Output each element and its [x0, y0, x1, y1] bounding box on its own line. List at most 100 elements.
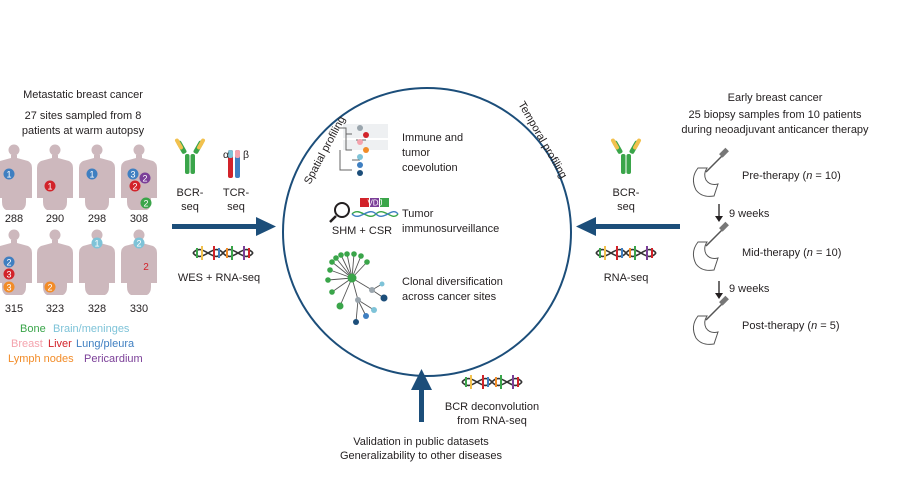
right-subtitle-1: 25 biopsy samples from 10 patients — [688, 109, 862, 121]
right-bcr-antibody-icon — [610, 137, 642, 174]
right-bcr-label-1: BCR- — [613, 187, 640, 199]
deconv-line1: BCR deconvolution — [445, 401, 539, 413]
tcr-receptor-icon — [228, 150, 240, 178]
svg-text:3: 3 — [6, 270, 11, 280]
right-arrow — [576, 217, 680, 236]
svg-text:3: 3 — [6, 283, 11, 293]
right-subtitle-2: during neoadjuvant anticancer therapy — [681, 124, 869, 136]
left-wes-label: WES + RNA-seq — [178, 272, 260, 284]
patient-id-290: 290 — [46, 213, 64, 225]
deconv-line2: from RNA-seq — [457, 415, 527, 427]
svg-text:2: 2 — [6, 258, 11, 268]
coevolution-tree-icon — [338, 124, 388, 176]
svg-text:1: 1 — [47, 182, 52, 192]
item1-line3: coevolution — [402, 162, 458, 174]
left-subtitle-2: patients at warm autopsy — [22, 125, 145, 137]
svg-text:1: 1 — [6, 170, 11, 180]
marker-323-lymph: 2 — [44, 281, 56, 293]
marker-315-lymph: 3 — [3, 281, 15, 293]
tcr-alpha: α — [223, 149, 229, 161]
gap-2-label: 9 weeks — [729, 283, 770, 295]
patient-id-330: 330 — [130, 303, 148, 315]
validation-line2: Generalizability to other diseases — [340, 450, 503, 462]
marker-315-liver: 3 — [3, 268, 15, 280]
patient-298-body — [79, 144, 115, 210]
item2-sub: SHM + CSR — [332, 225, 392, 237]
patient-id-308: 308 — [130, 213, 148, 225]
item3-line1: Clonal diversification — [402, 276, 503, 288]
right-bcr-label-2: seq — [617, 201, 635, 213]
biopsy-post-icon — [692, 295, 730, 346]
marker-290-liver: 1 — [44, 180, 56, 192]
legend-breast: Breast — [11, 338, 43, 350]
svg-text:3: 3 — [130, 170, 135, 180]
patient-id-323: 323 — [46, 303, 64, 315]
legend-lung: Lung/pleura — [76, 338, 135, 350]
svg-text:2: 2 — [143, 262, 149, 273]
svg-text:1: 1 — [94, 239, 99, 249]
bcr-antibody-icon — [174, 137, 206, 174]
left-arrow — [172, 217, 276, 236]
svg-text:2: 2 — [47, 283, 52, 293]
down-arrow-1 — [715, 204, 723, 222]
legend-pericardium: Pericardium — [84, 353, 143, 365]
central-circle — [282, 87, 572, 377]
left-dna-icon — [192, 245, 254, 261]
tcr-beta: β — [243, 149, 249, 161]
patient-290-body — [37, 144, 73, 210]
item1-line2: tumor — [402, 147, 430, 159]
down-arrow-2 — [715, 281, 723, 299]
magnifier-dna-icon — [329, 198, 399, 223]
legend-liver: Liver — [48, 338, 72, 350]
patient-id-315: 315 — [5, 303, 23, 315]
marker-330-brain: 2 — [133, 237, 145, 249]
patient-308-body — [121, 144, 157, 210]
vdj-label: VDJ — [367, 199, 382, 208]
svg-text:2: 2 — [136, 239, 141, 249]
item3-line2: across cancer sites — [402, 291, 497, 303]
item2-line1: Tumor — [402, 208, 434, 220]
biopsy-mid-icon — [692, 221, 730, 272]
left-bcr-label-1: BCR- — [177, 187, 204, 199]
left-bcr-label-2: seq — [181, 201, 199, 213]
marker-315-lung: 2 — [3, 256, 15, 268]
item1-line1: Immune and — [402, 132, 463, 144]
left-tcr-label-1: TCR- — [223, 187, 250, 199]
svg-text:2: 2 — [142, 174, 147, 184]
marker-328-brain: 1 — [91, 237, 103, 249]
post-therapy-label: Post-therapy (n = 5) — [742, 320, 840, 332]
legend-brain: Brain/meninges — [53, 323, 130, 335]
item2-line2: immunosurveillance — [402, 223, 499, 235]
svg-text:1: 1 — [89, 170, 94, 180]
svg-text:2: 2 — [143, 199, 148, 209]
patient-id-298: 298 — [88, 213, 106, 225]
gap-1-label: 9 weeks — [729, 208, 770, 220]
marker-308-bone: 2 — [140, 197, 152, 209]
bottom-arrow — [411, 369, 432, 422]
bottom-dna-icon — [461, 374, 523, 390]
left-title: Metastatic breast cancer — [23, 89, 143, 101]
marker-288-lung: 1 — [3, 168, 15, 180]
mid-therapy-label: Mid-therapy (n = 10) — [742, 247, 841, 259]
pre-therapy-label: Pre-therapy (n = 10) — [742, 170, 841, 182]
patient-id-328: 328 — [88, 303, 106, 315]
left-tcr-label-2: seq — [227, 201, 245, 213]
validation-line1: Validation in public datasets — [353, 436, 489, 448]
clonal-tree-icon — [325, 251, 388, 325]
left-subtitle-1: 27 sites sampled from 8 — [25, 110, 142, 122]
legend-bone: Bone — [20, 323, 46, 335]
marker-308-pericardium: 2 — [139, 172, 151, 184]
patient-id-288: 288 — [5, 213, 23, 225]
legend-lymph: Lymph nodes — [8, 353, 74, 365]
right-dna-icon — [595, 245, 657, 261]
marker-308-lung: 3 — [127, 168, 139, 180]
marker-298-lung: 1 — [86, 168, 98, 180]
arc-label-temporal: Temporal profiling — [515, 100, 569, 181]
marker-330-breast: 2 — [143, 262, 149, 273]
right-title: Early breast cancer — [728, 92, 823, 104]
biopsy-pre-icon — [692, 147, 730, 198]
svg-text:2: 2 — [132, 182, 137, 192]
right-rna-label: RNA-seq — [604, 272, 649, 284]
